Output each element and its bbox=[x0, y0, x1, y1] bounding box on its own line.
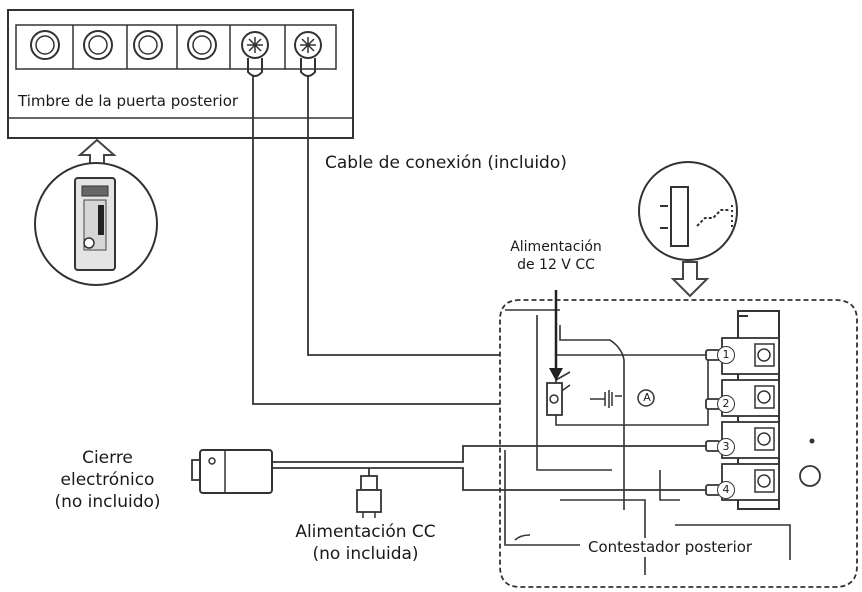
marker-a: A bbox=[643, 391, 651, 404]
power-arrow bbox=[549, 290, 563, 381]
dc-power-plug-icon bbox=[356, 475, 382, 518]
lock-wiring bbox=[272, 445, 708, 491]
monitor-wall-icon bbox=[638, 161, 738, 261]
connector-icon bbox=[590, 389, 655, 408]
terminal-number-4: 4 bbox=[717, 481, 735, 499]
monitor-label: Contestador posterior bbox=[584, 538, 757, 557]
dc-power-label: Alimentación CC (no incluida) bbox=[278, 521, 453, 565]
doorbell-camera-icon bbox=[34, 162, 158, 286]
doorbell-terminal-block bbox=[15, 24, 337, 70]
lock-label: Cierre electrónico (no incluido) bbox=[40, 447, 175, 513]
terminal-number-1: 1 bbox=[717, 346, 735, 364]
power-12v-line2: de 12 V CC bbox=[517, 256, 595, 273]
doorbell-label: Timbre de la puerta posterior bbox=[18, 92, 239, 110]
lock-line3: (no incluido) bbox=[54, 492, 161, 513]
dc-power-line1: Alimentación CC bbox=[295, 522, 436, 542]
cable-label: Cable de conexión (incluido) bbox=[325, 153, 567, 173]
doorbell-rear-panel bbox=[7, 9, 354, 139]
lock-line2: electrónico bbox=[60, 470, 155, 491]
power-12v-label: Alimentación de 12 V CC bbox=[486, 239, 626, 274]
electronic-lock-icon bbox=[191, 449, 273, 494]
power-12v-line1: Alimentación bbox=[510, 239, 602, 255]
dc-power-line2: (no incluida) bbox=[312, 544, 419, 565]
terminal-number-2: 2 bbox=[717, 395, 735, 413]
terminal-number-3: 3 bbox=[717, 438, 735, 456]
lock-line1: Cierre bbox=[82, 448, 133, 468]
down-arrow-icon bbox=[670, 261, 710, 298]
